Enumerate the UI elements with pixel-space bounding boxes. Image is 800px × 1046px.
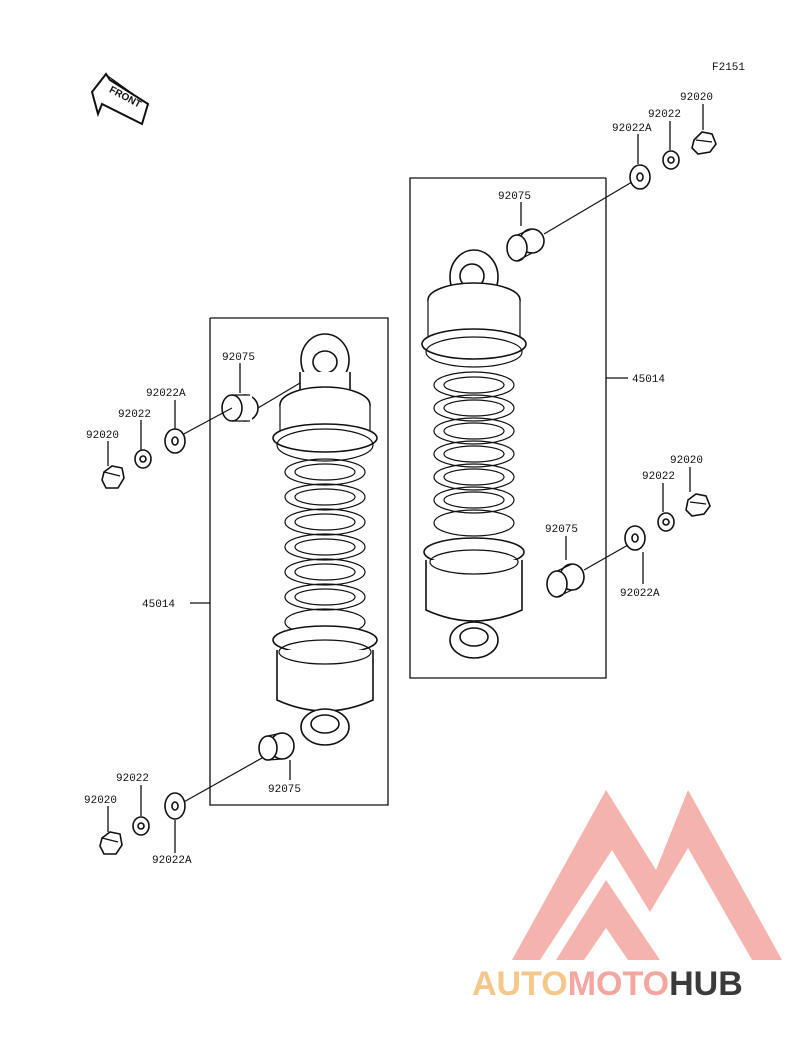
watermark-text-part2: MOTO: [568, 965, 669, 1003]
left-lower-bushing: [258, 732, 295, 761]
left-upper-bushing-label: 92075: [222, 352, 255, 364]
right-group-bracket: [409, 177, 607, 679]
left-lower-washer-label: 92022A: [152, 855, 192, 867]
left-lower-bushing-label: 92075: [268, 784, 301, 796]
right-lower-bushing: [546, 563, 585, 598]
left-upper-collar-label: 92022: [118, 409, 151, 421]
left-upper-washer-label: 92022A: [146, 388, 186, 400]
left-upper-nut: [101, 465, 125, 489]
left-group-bracket: [209, 317, 389, 806]
left-lower-collar: [132, 816, 150, 836]
right-upper-collar-label: 92022: [648, 109, 681, 121]
watermark-text-part3: HUB: [669, 965, 743, 1003]
left-upper-nut-label: 92020: [86, 430, 119, 442]
left-shock-absorber-label: 45014: [142, 599, 175, 611]
right-upper-nut: [691, 131, 717, 155]
right-upper-nut-label: 92020: [680, 92, 713, 104]
right-lower-bushing-label: 92075: [545, 524, 578, 536]
right-lower-nut: [685, 493, 711, 517]
left-assembly: 92075 92022A 92022 92020 45014 92075 920…: [84, 317, 389, 867]
right-shock-absorber-label: 45014: [632, 374, 665, 386]
right-lower-washer-label: 92022A: [620, 588, 660, 600]
right-lower-washer: [624, 525, 646, 551]
right-upper-washer: [629, 164, 651, 190]
left-upper-washer: [164, 428, 186, 454]
watermark-text-part1: AUTO: [472, 965, 568, 1003]
right-lower-collar-label: 92022: [642, 471, 675, 483]
right-upper-bushing: [506, 228, 545, 262]
figure-code: F2151: [712, 62, 745, 74]
watermark-logo: [512, 790, 782, 960]
left-upper-collar: [134, 449, 152, 469]
right-upper-collar: [662, 150, 680, 170]
left-shock-absorber: [272, 333, 378, 746]
right-lower-nut-label: 92020: [670, 455, 703, 467]
left-upper-bushing: [221, 394, 259, 422]
front-arrow-icon: FRONT: [90, 72, 150, 126]
right-shock-absorber: [421, 249, 527, 659]
left-lower-nut: [99, 831, 123, 855]
right-assembly: 92075 92022A 92022 92020 45014 92075 920…: [409, 92, 717, 679]
left-lower-nut-label: 92020: [84, 795, 117, 807]
right-lower-collar: [657, 512, 675, 532]
right-upper-washer-label: 92022A: [612, 123, 652, 135]
right-upper-bushing-label: 92075: [498, 191, 531, 203]
left-lower-collar-label: 92022: [116, 773, 149, 785]
left-lower-washer: [164, 792, 186, 820]
watermark-text: AUTOMOTOHUB: [472, 965, 743, 1003]
